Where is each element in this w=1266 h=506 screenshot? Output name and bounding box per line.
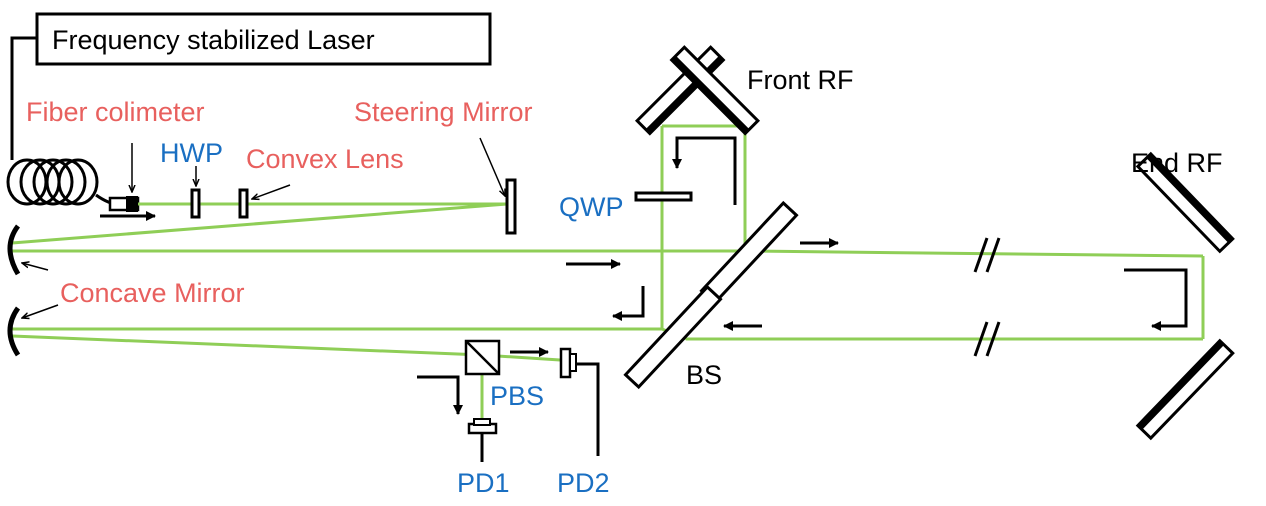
laser-label: Frequency stabilized Laser [52,25,375,55]
label-qwp: QWP [559,192,624,222]
fiber-cable [10,36,37,160]
label-fiber-colimeter: Fiber colimeter [26,97,205,127]
concave-mirror-top [7,224,21,276]
laser-beams [11,124,1205,422]
label-end-rf: End RF [1131,148,1223,178]
label-pbs: PBS [490,381,544,411]
label-convex-lens: Convex Lens [246,144,404,174]
laser-source: Frequency stabilized Laser [35,12,492,66]
beam-splitter-upper [699,200,799,306]
label-front-rf: Front RF [747,65,854,95]
steering-mirror [505,178,517,235]
fiber-coil-icon [6,158,99,206]
end-rf-mirrors [1135,151,1235,441]
label-pd1: PD1 [457,468,510,498]
label-pointers [22,137,505,318]
convex-lens [238,188,249,219]
beam-splitter-lower [623,284,723,390]
beam-direction-arrows [100,136,1188,415]
qwp-plate [634,191,693,202]
label-pd2: PD2 [557,468,610,498]
concave-mirror-bottom [7,306,21,357]
pd1-detector [467,418,498,462]
front-rf-mirrors [634,45,761,136]
pbs-cube [464,339,501,376]
label-concave-mirror: Concave Mirror [60,278,245,308]
pd2-detector [559,347,600,456]
label-hwp: HWP [160,138,223,168]
distance-break-marks [973,237,1001,357]
label-bs: BS [686,360,722,390]
fiber-collimator [108,196,140,212]
hwp-plate [190,188,201,219]
label-steering-mirror: Steering Mirror [354,97,533,127]
